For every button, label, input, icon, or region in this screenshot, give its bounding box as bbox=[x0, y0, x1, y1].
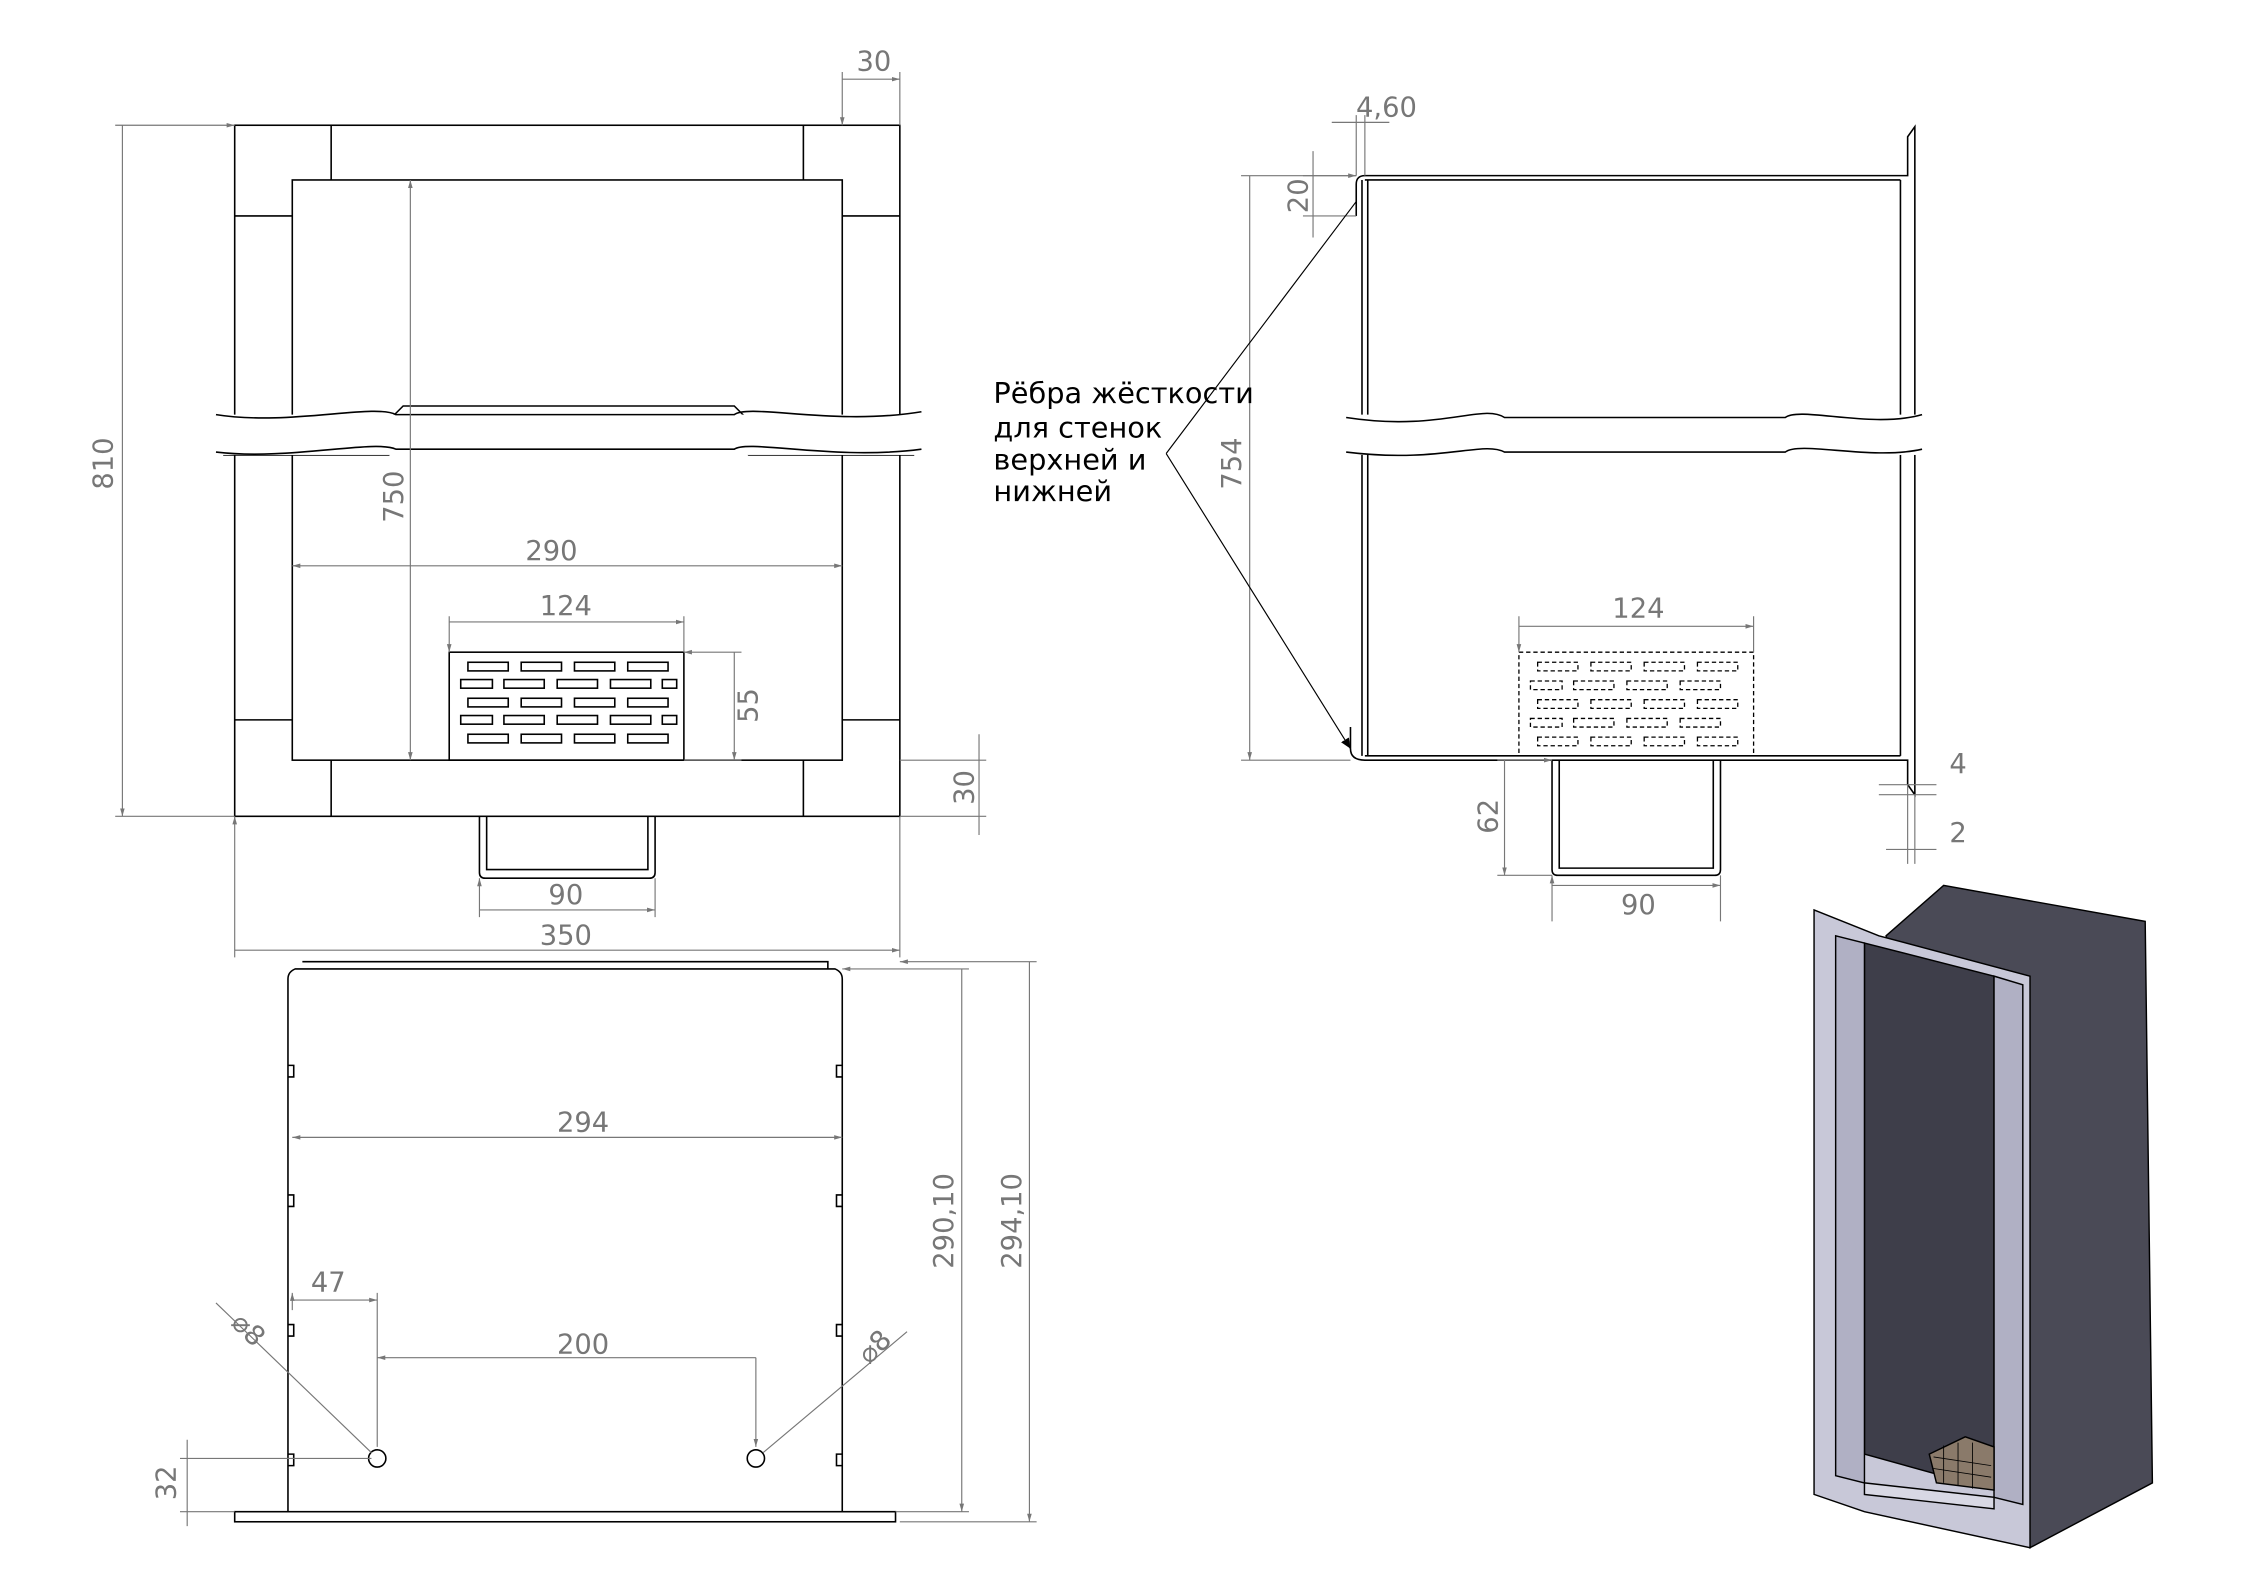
dim-hole-height: 32 bbox=[152, 1466, 183, 1501]
dim-side-drain-width: 90 bbox=[1621, 890, 1656, 921]
dim-flange: 4 bbox=[1949, 749, 1966, 780]
dim-inner-width: 290 bbox=[525, 536, 577, 567]
dim-lip-height: 20 bbox=[1283, 178, 1314, 213]
dim-bottom-width: 294 bbox=[557, 1108, 609, 1139]
dim-side-grille-width: 124 bbox=[1612, 594, 1664, 625]
dim-total-width: 350 bbox=[540, 920, 592, 951]
dim-bottom-frame: 30 bbox=[949, 770, 980, 805]
dim-side-height: 754 bbox=[1217, 437, 1248, 489]
dim-depth-outer: 294,10 bbox=[997, 1173, 1028, 1269]
dim-flange-gap: 2 bbox=[1949, 818, 1966, 849]
dim-hole-dia-left: ⌀8 bbox=[225, 1307, 271, 1353]
bottom-view: 294 290,10 294,10 47 200 ⌀8 ⌀8 32 bbox=[152, 962, 1037, 1526]
dim-grille-height: 55 bbox=[733, 688, 764, 723]
dim-drain-height: 62 bbox=[1473, 799, 1504, 834]
dim-inner-height: 750 bbox=[379, 471, 410, 523]
dim-height-total: 810 bbox=[88, 437, 119, 489]
dim-hole-offset: 47 bbox=[311, 1267, 346, 1298]
front-view: 30 810 750 290 124 55 30 90 350 bbox=[88, 47, 987, 958]
isometric-view bbox=[1813, 884, 2154, 1549]
dim-drain-width: 90 bbox=[548, 880, 583, 911]
svg-text:верхней и: верхней и bbox=[993, 442, 1146, 476]
svg-text:Рёбра жёсткости: Рёбра жёсткости bbox=[993, 376, 1253, 410]
dim-lip: 4,60 bbox=[1356, 93, 1417, 124]
dim-hole-dia-right: ⌀8 bbox=[852, 1324, 898, 1370]
stiffener-note: Рёбра жёсткости для стенок верхней и ниж… bbox=[993, 376, 1253, 508]
dim-depth-inner: 290,10 bbox=[929, 1173, 960, 1269]
dim-top-frame: 30 bbox=[857, 47, 892, 78]
dim-grille-width: 124 bbox=[540, 591, 592, 622]
svg-text:для стенок: для стенок bbox=[993, 411, 1162, 445]
svg-text:нижней: нижней bbox=[993, 474, 1112, 508]
side-view: 4,60 20 754 124 62 90 4 2 Рёбра жёсткост… bbox=[993, 93, 1967, 922]
dim-hole-spacing: 200 bbox=[557, 1329, 609, 1360]
